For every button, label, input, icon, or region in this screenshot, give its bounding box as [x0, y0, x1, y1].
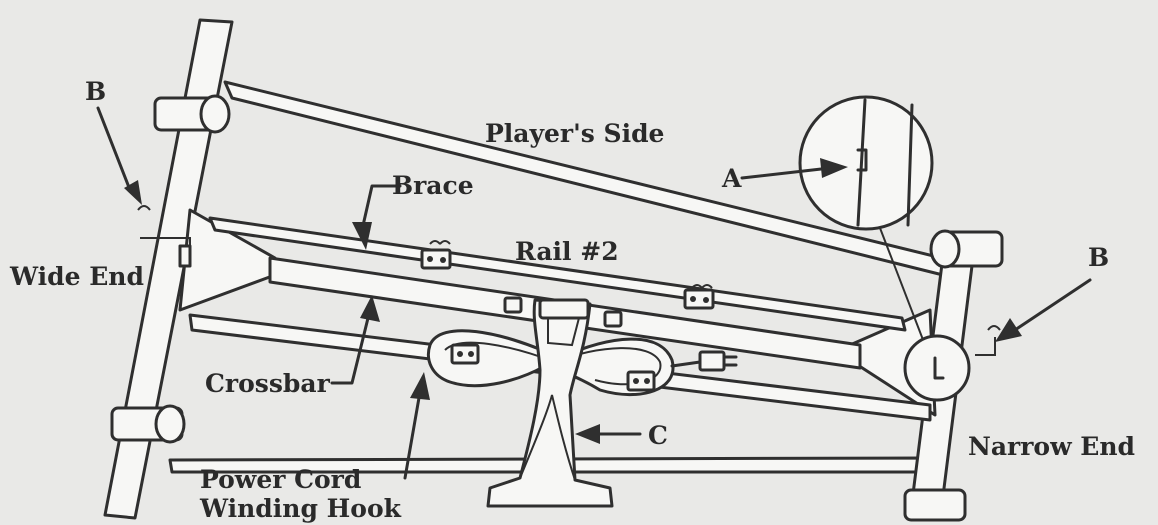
brace-label: Brace	[392, 171, 474, 200]
narrow-end-label: Narrow End	[968, 432, 1135, 461]
power-cord-label-line2: Winding Hook	[199, 494, 402, 523]
rail-2-label: Rail #2	[515, 237, 619, 266]
callout-b-left-label: B	[85, 77, 106, 106]
leader-lines	[96, 106, 1092, 480]
crossbar-label: Crossbar	[205, 369, 331, 398]
callout-c-label: C	[648, 421, 668, 450]
center-support-leg	[486, 298, 614, 508]
detail-circle-a	[798, 95, 934, 346]
power-cord-label-line1: Power Cord	[200, 465, 361, 494]
detail-circle-narrow	[903, 334, 971, 402]
wide-end-leg	[103, 18, 234, 520]
players-side-label: Player's Side	[485, 119, 664, 148]
callout-a-label: A	[721, 164, 742, 193]
labels: B Player's Side Brace A Rail #2 B Wide E…	[9, 77, 1135, 523]
callout-b-right-label: B	[1088, 243, 1109, 272]
narrow-end-bracket	[975, 325, 1001, 356]
wide-end-bracket	[137, 205, 192, 268]
wide-end-label: Wide End	[9, 262, 144, 291]
